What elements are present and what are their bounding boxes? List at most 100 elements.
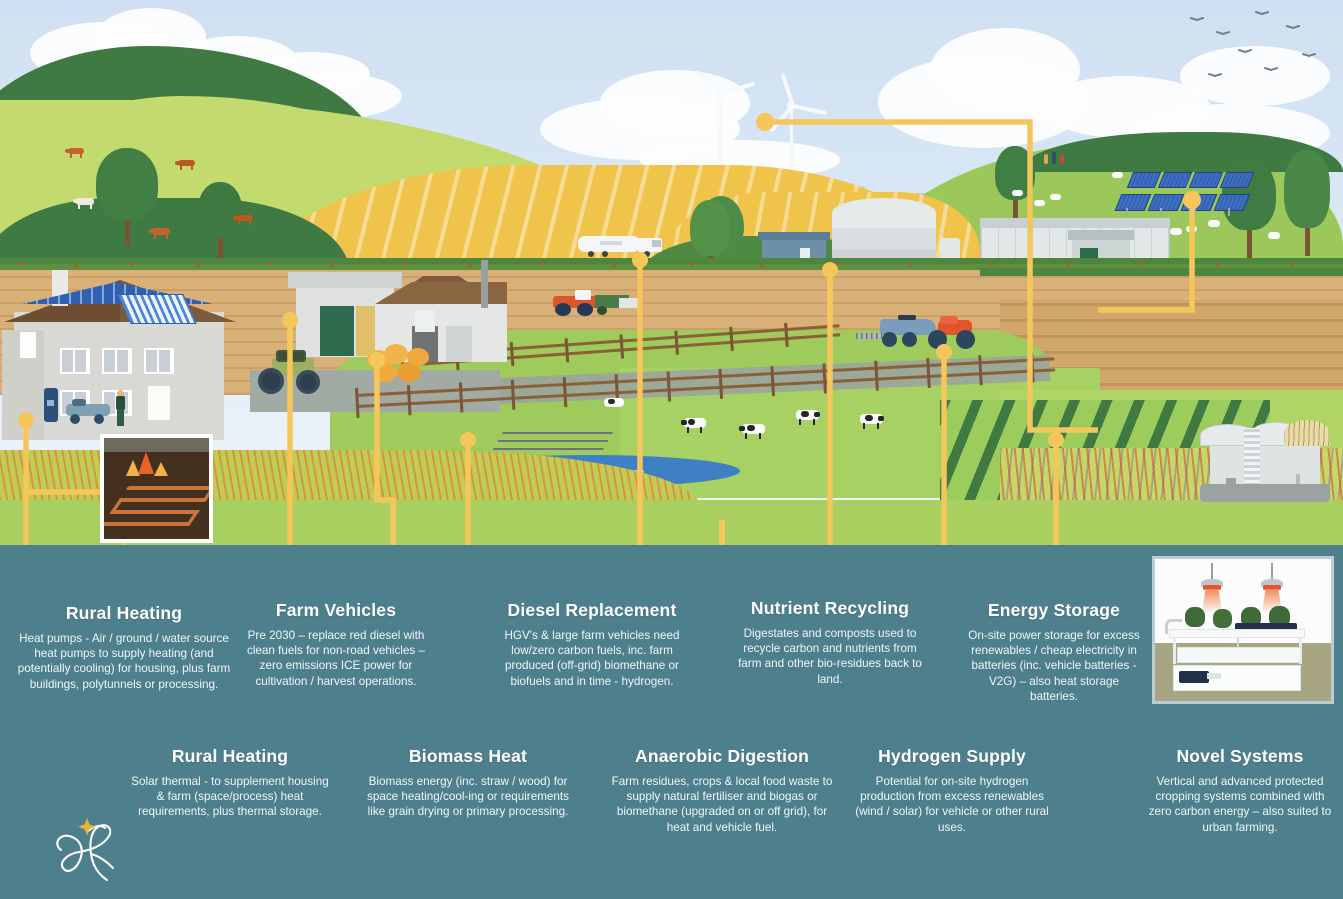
tree bbox=[1284, 150, 1330, 256]
ev-charger bbox=[44, 388, 58, 422]
bird-icon bbox=[1302, 52, 1316, 59]
card-body: Digestates and composts used to recycle … bbox=[738, 627, 922, 686]
tap-fitting bbox=[1165, 619, 1182, 634]
chimney-flue bbox=[481, 260, 488, 308]
card-biomass-heat[interactable]: Biomass Heat Biomass energy (inc. straw … bbox=[364, 746, 572, 820]
card-farm-vehicles[interactable]: Farm Vehicles Pre 2030 – replace red die… bbox=[236, 600, 436, 689]
plant bbox=[1185, 607, 1205, 627]
bench-leg bbox=[1173, 638, 1176, 664]
card-energy-storage[interactable]: Energy Storage On-site power storage for… bbox=[964, 600, 1144, 704]
bird-icon bbox=[1208, 72, 1222, 79]
sheep bbox=[1034, 200, 1045, 206]
grow-tray bbox=[1235, 623, 1297, 632]
card-body: Pre 2030 – replace red diesel with clean… bbox=[246, 629, 425, 688]
milk-tanker bbox=[578, 236, 674, 258]
tractor-with-trailer bbox=[856, 315, 1000, 349]
house-window bbox=[144, 348, 174, 374]
bird-icon bbox=[1286, 24, 1300, 31]
grass-band-foreground bbox=[0, 500, 1343, 550]
forage-harvester bbox=[553, 290, 641, 316]
tree bbox=[96, 148, 158, 246]
farm-shed-roof bbox=[1068, 230, 1134, 240]
card-hydrogen-supply[interactable]: Hydrogen Supply Potential for on-site hy… bbox=[852, 746, 1052, 835]
barn-large-door bbox=[320, 306, 354, 356]
text-panel bbox=[0, 545, 1343, 899]
sheep bbox=[1208, 220, 1220, 227]
barn-centre-door bbox=[446, 326, 472, 362]
dairy-cow bbox=[860, 414, 884, 429]
cow bbox=[175, 160, 195, 170]
digester-dome bbox=[832, 198, 936, 228]
cow bbox=[149, 228, 170, 239]
grow-lamp bbox=[1199, 563, 1225, 619]
sheep bbox=[1112, 172, 1123, 178]
plant bbox=[1213, 609, 1232, 628]
card-title: Biomass Heat bbox=[408, 746, 528, 766]
vertical-farm-structure bbox=[1200, 412, 1330, 502]
drip-line bbox=[1237, 638, 1239, 648]
card-title: Diesel Replacement bbox=[507, 600, 677, 620]
hedgerow-mid bbox=[0, 262, 1343, 272]
card-title: Rural Heating bbox=[65, 603, 183, 623]
bird-icon bbox=[1216, 30, 1230, 37]
water-tank bbox=[1177, 647, 1301, 663]
tractor-green bbox=[256, 350, 332, 394]
card-body: Biomass energy (inc. straw / wood) for s… bbox=[366, 775, 570, 819]
sheep bbox=[1186, 226, 1197, 232]
card-anaerobic-digestion[interactable]: Anaerobic Digestion Farm residues, crops… bbox=[608, 746, 836, 835]
cow bbox=[233, 215, 253, 225]
card-rural-heating-heatpumps[interactable]: Rural Heating Heat pumps - Air / ground … bbox=[14, 603, 234, 692]
hay-bales bbox=[367, 340, 433, 384]
card-body: HGV's & large farm vehicles need low/zer… bbox=[504, 629, 680, 688]
sheep bbox=[1012, 190, 1023, 196]
card-body: Farm residues, crops & local food waste … bbox=[611, 775, 833, 834]
card-diesel-replacement[interactable]: Diesel Replacement HGV's & large farm ve… bbox=[490, 600, 694, 689]
dairy-cow bbox=[681, 418, 706, 433]
card-rural-heating-solar-thermal[interactable]: Rural Heating Solar thermal - to supplem… bbox=[128, 746, 332, 820]
bird-icon bbox=[1190, 16, 1204, 23]
card-body: Heat pumps - Air / ground / water source… bbox=[17, 632, 231, 691]
house-window bbox=[60, 348, 90, 374]
card-title: Farm Vehicles bbox=[275, 600, 397, 620]
card-body: Vertical and advanced protected cropping… bbox=[1148, 775, 1332, 834]
electric-utility-vehicle bbox=[64, 398, 112, 424]
nutrient-reservoir bbox=[1173, 665, 1301, 691]
cloud bbox=[600, 70, 750, 136]
barn-centre-roof-plane bbox=[375, 282, 507, 304]
tree bbox=[995, 146, 1035, 222]
card-body: Potential for on-site hydrogen productio… bbox=[855, 775, 1049, 834]
plant bbox=[1241, 607, 1261, 627]
card-title: Hydrogen Supply bbox=[878, 746, 1026, 766]
dairy-cow bbox=[604, 398, 624, 407]
plant bbox=[1269, 606, 1290, 627]
house-window bbox=[20, 332, 36, 358]
card-body: Solar thermal - to supplement housing & … bbox=[131, 775, 329, 819]
sheep bbox=[1050, 194, 1061, 200]
dairy-cow bbox=[739, 424, 765, 439]
pump-unit bbox=[1179, 671, 1209, 683]
card-title: Rural Heating bbox=[171, 746, 289, 766]
grain-silo bbox=[415, 310, 435, 332]
pump-outlet bbox=[1207, 673, 1221, 679]
card-body: On-site power storage for excess renewab… bbox=[968, 629, 1140, 703]
card-novel-systems[interactable]: Novel Systems Vertical and advanced prot… bbox=[1144, 746, 1336, 835]
ground-source-heat-pump-inset bbox=[100, 434, 213, 543]
barn-large-roof bbox=[288, 272, 402, 288]
wind-turbine bbox=[695, 60, 755, 230]
greenhouse-roof bbox=[980, 218, 1170, 228]
solar-thermal-collector bbox=[117, 294, 197, 324]
cow bbox=[73, 198, 94, 209]
poppy-strip bbox=[0, 262, 1343, 270]
house-window bbox=[102, 348, 132, 374]
card-title: Novel Systems bbox=[1176, 746, 1304, 766]
sheep bbox=[1170, 228, 1182, 235]
chp-roof bbox=[758, 232, 830, 240]
house-door bbox=[148, 386, 170, 420]
card-title: Energy Storage bbox=[987, 600, 1121, 620]
bird-icon bbox=[1238, 48, 1252, 55]
farmer-person bbox=[114, 390, 126, 426]
card-nutrient-recycling[interactable]: Nutrient Recycling Digestates and compos… bbox=[738, 598, 922, 687]
bird-icon bbox=[1255, 10, 1269, 17]
sheep bbox=[1268, 232, 1280, 239]
vertical-farming-illustration bbox=[1152, 556, 1334, 704]
